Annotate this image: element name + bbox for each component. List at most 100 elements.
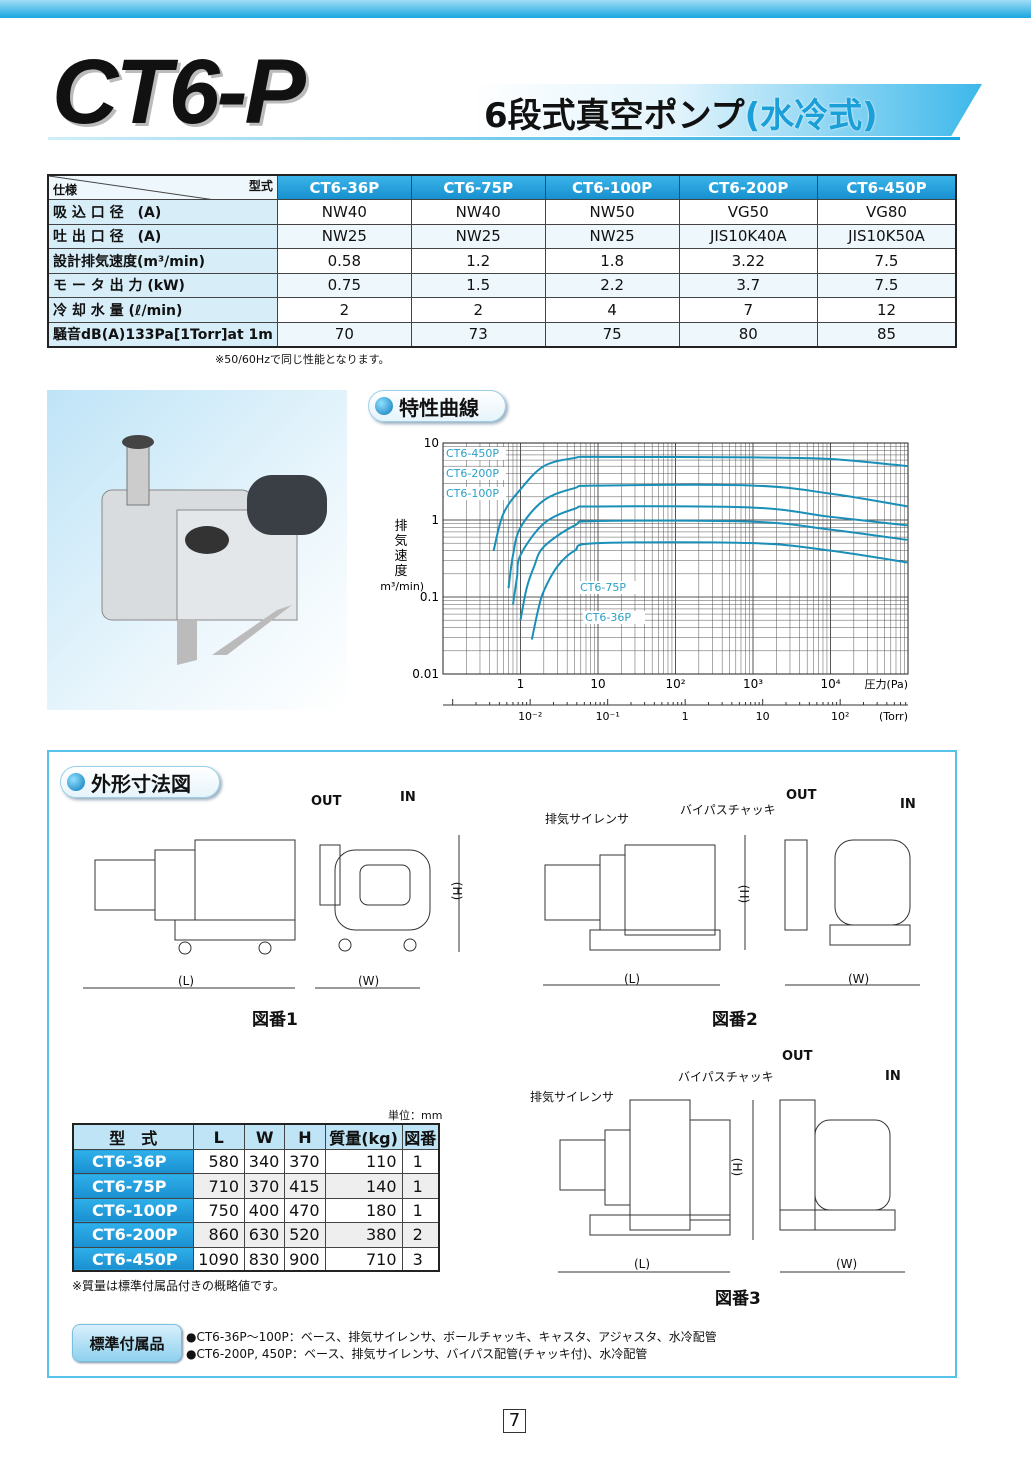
spec-value: 2 [276,297,412,323]
w-label: (W) [848,972,870,986]
l-label: (L) [624,972,641,986]
top-stripe [0,0,1031,18]
out-label: OUT [786,788,817,803]
spec-label: 冷 却 水 量 (ℓ/min) [47,297,278,323]
torr-tick-label: 10 [756,710,770,723]
spec-label: 設計排気速度(m³/min) [47,248,278,274]
dim-model: CT6-36P [72,1148,194,1175]
dim-value: 1 [401,1173,440,1199]
legend-label: CT6-36P [585,611,631,624]
spec-value: 7.5 [816,248,957,274]
y-tick-label: 0.01 [412,667,439,681]
accessories-line: ●CT6-200P, 450P：ベース、排気サイレンサ、バイパス配管(チャッキ付… [186,1347,648,1361]
model-header: CT6-200P [678,174,818,200]
x-tick-label: 1 [517,677,525,691]
dim-value: 110 [324,1148,403,1175]
spec-value: 1.5 [410,272,546,298]
curve-ct6-100p [511,505,909,605]
spec-value: 2 [410,297,546,323]
spec-value: NW40 [276,199,412,225]
dim-value: 400 [244,1197,286,1224]
model-header: CT6-36P [276,174,412,200]
spec-value: 80 [678,321,818,347]
spec-table: 仕様型式 CT6-36P CT6-75P CT6-100P CT6-200P C… [47,174,957,348]
legend-bg [578,581,640,594]
torr-tick-label: 10⁻¹ [596,710,620,723]
dim-header: H [284,1123,326,1150]
dim-value: 860 [192,1222,246,1248]
legend-bg [444,487,506,500]
spec-corner-cell: 仕様型式 [47,174,278,200]
title-banner [470,84,982,136]
w-label: (W) [358,974,380,988]
spec-value: 85 [816,321,957,347]
legend-label: CT6-75P [580,581,626,594]
spec-value: JIS10K40A [678,223,818,249]
spec-value: NW25 [544,223,680,249]
dim-header: 図番 [401,1123,440,1150]
dim-value: 710 [192,1173,246,1199]
spec-label: モ ー タ 出 力 (kW) [47,272,278,298]
dim-model: CT6-100P [72,1197,194,1224]
dim-value: 900 [284,1246,326,1272]
dim-value: 340 [244,1148,286,1175]
spec-value: 73 [410,321,546,347]
corner-left: 仕様 [53,183,78,197]
figure-3-caption: 図番3 [715,1289,761,1309]
curve-section-header: 特性曲線 [368,390,506,422]
page-title: 6段式真空ポンプ(水冷式) [484,88,878,137]
legend-bg [444,467,506,480]
y-axis-label-char: 気 [394,533,407,549]
figure-2-caption: 図番2 [712,1010,758,1030]
torr-axis-label: (Torr) [879,710,908,723]
in-label: IN [400,790,416,805]
curve-ct6-36p [530,541,909,640]
dim-value: 470 [284,1197,326,1224]
dim-value: 2 [401,1222,440,1248]
dimension-section [47,750,957,1378]
x-tick-label: 10³ [743,677,763,691]
dim-value: 520 [284,1222,326,1248]
x-axis-label: 圧力(Pa) [865,678,908,691]
legend-label: CT6-200P [446,467,499,480]
h-label: (H) [450,881,465,901]
curve-ct6-450p [492,455,909,551]
spec-value: 1.8 [544,248,680,274]
silencer-label: 排気サイレンサ [530,1090,615,1104]
page-number: 7 [503,1409,526,1433]
curve-ct6-75p [519,519,909,621]
dim-value: 3 [401,1246,440,1272]
dim-value: 180 [324,1197,403,1224]
dim-value: 380 [324,1222,403,1248]
bullet-icon [67,773,85,791]
dim-value: 415 [284,1173,326,1199]
l-label: (L) [634,1257,651,1271]
in-label: IN [900,797,916,812]
legend-bg [583,611,645,624]
model-header: CT6-75P [410,174,546,200]
y-tick-label: 0.1 [420,590,439,604]
figure-3-drawing [558,1099,905,1273]
dim-value: 710 [324,1246,403,1272]
w-label: (W) [836,1257,858,1271]
accessories-line: ●CT6-36P～100P：ベース、排気サイレンサ、ボールチャッキ、キャスタ、ア… [186,1330,717,1344]
l-label: (L) [178,974,195,988]
legend-bg [444,447,506,460]
silencer-label: 排気サイレンサ [545,812,630,826]
y-axis-unit: (m³/min) [380,580,424,593]
bypass-label: バイパスチャッキ [678,1070,774,1084]
y-tick-label: 1 [431,513,439,527]
spec-value: 0.58 [276,248,412,274]
x-tick-label: 10² [665,677,685,691]
out-label: OUT [782,1049,813,1064]
plot-frame [442,442,909,675]
dim-value: 370 [284,1148,326,1175]
spec-value: VG80 [816,199,957,225]
y-axis-label-char: 度 [394,563,407,579]
spec-value: 4 [544,297,680,323]
dim-header: W [244,1123,286,1150]
torr-tick-label: 1 [682,710,689,723]
